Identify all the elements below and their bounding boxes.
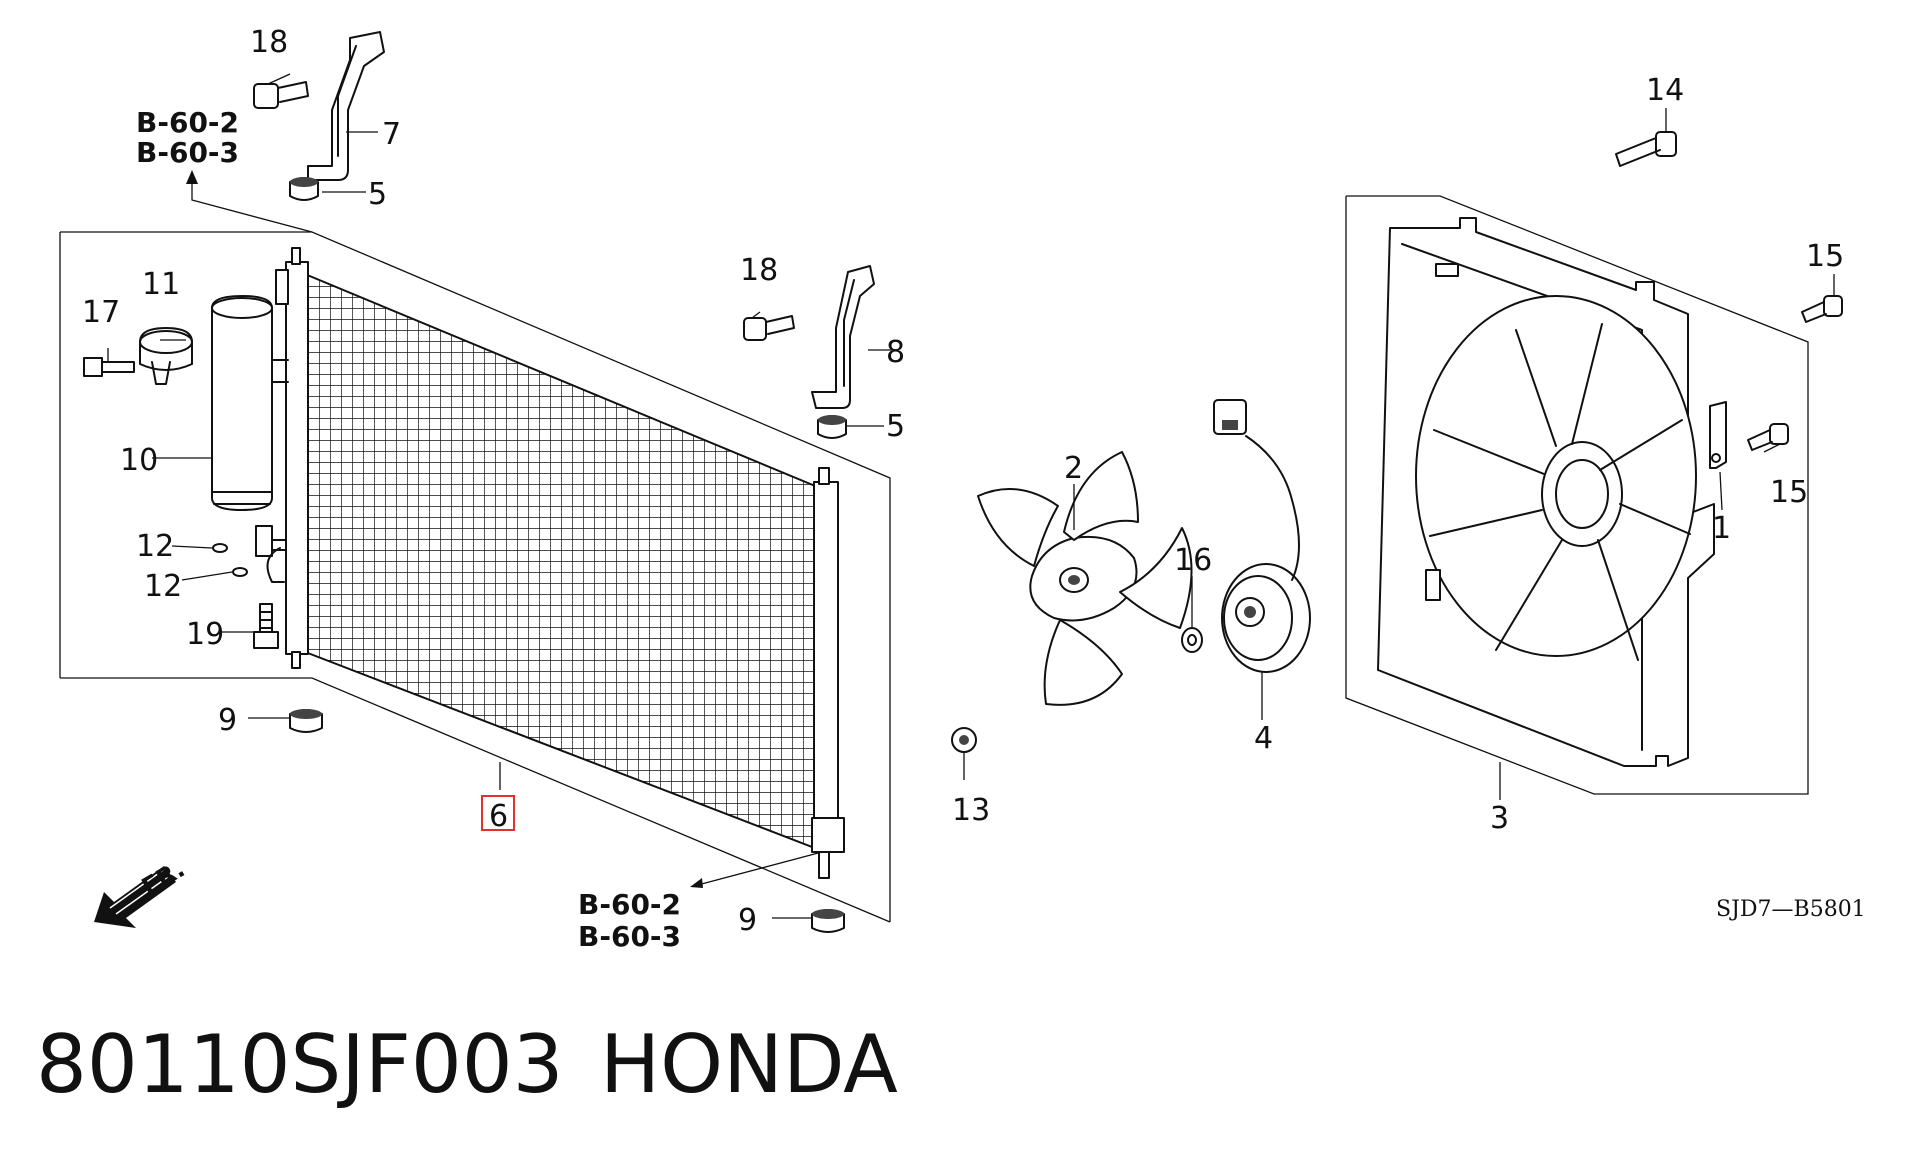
- dryer-clamp[interactable]: [139, 327, 193, 385]
- callout-labels: 18 7 5 11 17 10 12 12 19 9 18 8 5 9 2 16…: [82, 25, 1844, 938]
- callout-10: 10: [120, 443, 158, 478]
- callout-18: 18: [740, 253, 778, 288]
- callout-5: 5: [886, 409, 905, 444]
- callout-16: 16: [1174, 543, 1212, 578]
- receiver-dryer[interactable]: [211, 295, 273, 511]
- callout-12: 12: [144, 569, 182, 604]
- clamp-bolt[interactable]: [83, 357, 135, 377]
- condenser-group-outline: [59, 231, 891, 923]
- fan-shroud-outline: [1345, 195, 1809, 795]
- callout-9: 9: [738, 903, 757, 938]
- callout-15: 15: [1770, 475, 1808, 510]
- callout-7: 7: [382, 117, 401, 152]
- callout-15: 15: [1806, 239, 1844, 274]
- callout-19: 19: [186, 617, 224, 652]
- callout-4: 4: [1254, 721, 1273, 756]
- callout-13: 13: [952, 793, 990, 828]
- callout-18: 18: [250, 25, 288, 60]
- fan-shroud[interactable]: [1377, 217, 1715, 767]
- highlight-box: [481, 795, 515, 831]
- callout-5: 5: [368, 177, 387, 212]
- callout-9: 9: [218, 703, 237, 738]
- front-direction-arrow: [94, 866, 176, 928]
- callout-14: 14: [1646, 73, 1684, 108]
- upper-bracket-right[interactable]: [811, 265, 875, 409]
- ref-top-2: B-60-3: [136, 136, 239, 169]
- callout-2: 2: [1064, 451, 1083, 486]
- fan-motor[interactable]: [1213, 399, 1311, 673]
- callout-3: 3: [1490, 801, 1509, 836]
- ref-bottom-2: B-60-3: [578, 920, 681, 953]
- bolt-18-right[interactable]: [743, 315, 795, 341]
- bracket-1[interactable]: [1709, 401, 1727, 469]
- reference-labels: B-60-2 B-60-3 B-60-2 B-60-3: [136, 106, 681, 953]
- bolt-19[interactable]: [253, 603, 279, 649]
- cushion-9-right[interactable]: [811, 909, 845, 933]
- part-number: 80110SJF003: [36, 1018, 564, 1111]
- o-rings[interactable]: [212, 543, 248, 577]
- ref-bottom-1: B-60-2: [578, 888, 681, 921]
- brand-name: HONDA: [600, 1018, 898, 1111]
- bolt-14[interactable]: [1615, 131, 1677, 167]
- callout-12: 12: [136, 529, 174, 564]
- diagram-code: SJD7—B5801: [1716, 897, 1866, 922]
- ref-top-1: B-60-2: [136, 106, 239, 139]
- cushion-5-top[interactable]: [289, 177, 319, 201]
- callout-6-highlighted[interactable]: 6: [489, 799, 508, 834]
- leader-lines: [107, 73, 1835, 919]
- bolt-15-lower[interactable]: [1747, 423, 1789, 451]
- callout-8: 8: [886, 335, 905, 370]
- callout-17: 17: [82, 295, 120, 330]
- callout-11: 11: [142, 267, 180, 302]
- bolt-18-left[interactable]: [253, 81, 309, 109]
- fan-blade[interactable]: [977, 451, 1193, 706]
- bolt-15-upper[interactable]: [1801, 295, 1843, 323]
- washer-16[interactable]: [1181, 627, 1203, 653]
- nut-13[interactable]: [951, 727, 977, 753]
- cushion-9-left[interactable]: [289, 709, 323, 733]
- reference-arrows: [186, 170, 823, 888]
- callout-1: 1: [1712, 511, 1731, 546]
- upper-bracket-left[interactable]: [307, 31, 385, 181]
- cushion-5-mid[interactable]: [817, 415, 847, 439]
- condenser-core[interactable]: [255, 247, 845, 879]
